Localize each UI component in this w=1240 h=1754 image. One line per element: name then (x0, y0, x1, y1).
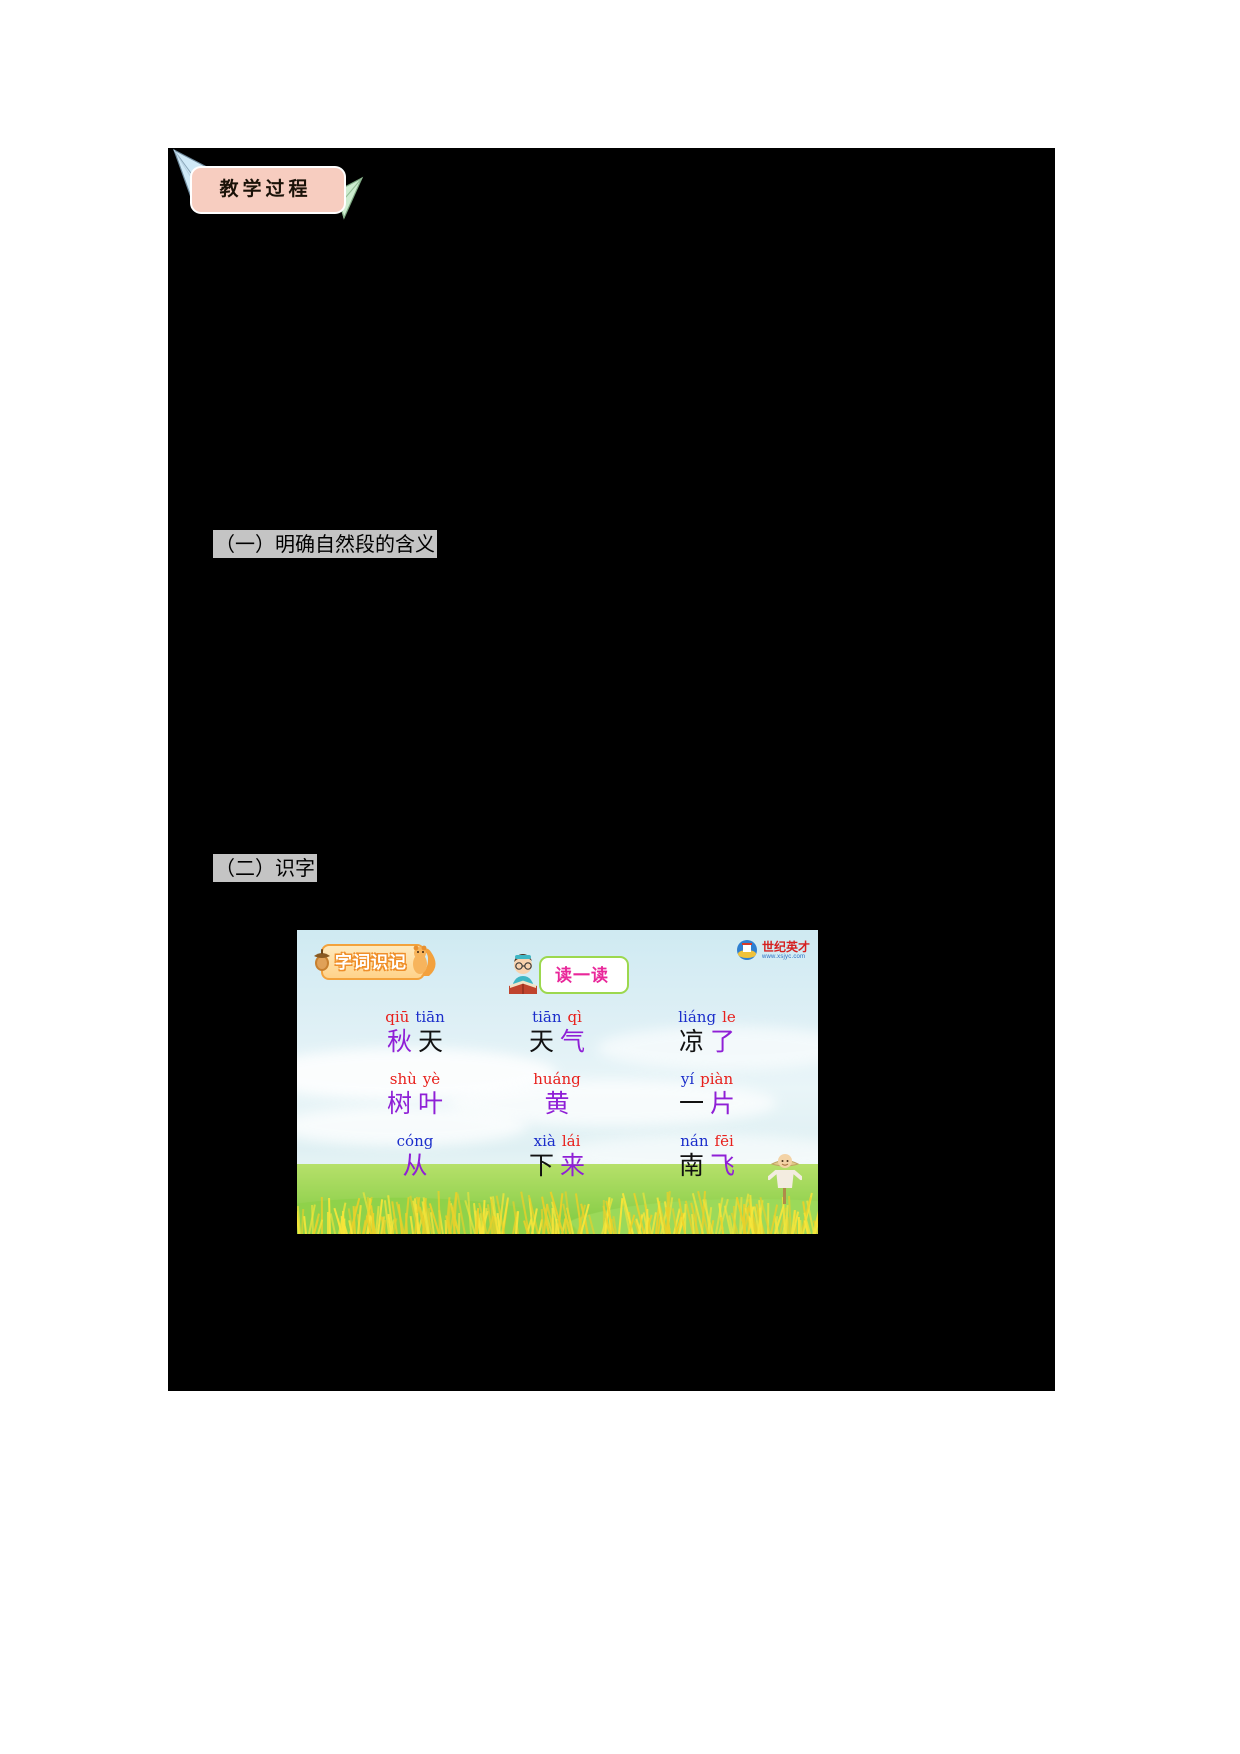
hanzi-character: 黄 (544, 1089, 570, 1118)
hanzi-character: 飞 (710, 1151, 736, 1180)
hanzi-line: 从 (355, 1150, 475, 1182)
cloud-shape (597, 1026, 818, 1070)
pinyin-syllable: xià (533, 1132, 556, 1150)
pinyin-syllable: tiān (415, 1008, 445, 1026)
wheat-blade (618, 1197, 624, 1234)
hanzi-character: 凉 (678, 1027, 704, 1056)
pinyin-syllable: tiān (532, 1008, 562, 1026)
wheat-blade (326, 1212, 329, 1234)
hanzi-line: 秋天 (355, 1026, 475, 1058)
hanzi-line: 下来 (497, 1150, 617, 1182)
wheat-blade (415, 1213, 419, 1234)
hanzi-character: 树 (386, 1089, 412, 1118)
hanzi-character: 从 (402, 1151, 428, 1180)
publisher-logo: 世纪英才 www.xsjyc.com (736, 938, 810, 962)
hanzi-character: 下 (528, 1151, 554, 1180)
scarecrow-icon (768, 1154, 802, 1204)
hanzi-character: 天 (528, 1027, 554, 1056)
publisher-logo-icon (736, 940, 757, 960)
reading-boy-icon (509, 954, 537, 994)
hanzi-line: 黄 (497, 1088, 617, 1120)
pinyin-syllable: cóng (396, 1132, 434, 1150)
hanzi-line: 树叶 (355, 1088, 475, 1120)
pinyin-syllable: lái (561, 1132, 581, 1150)
pinyin-syllable: qì (567, 1008, 582, 1026)
pinyin-syllable: piàn (700, 1070, 734, 1088)
pinyin-syllable: qiū (385, 1008, 410, 1026)
section-heading-meaning: （一）明确自然段的含义 (213, 530, 437, 558)
pinyin-line: huáng (497, 1070, 617, 1088)
pinyin-syllable: liáng (678, 1008, 717, 1026)
banner-label: 教学过程 (219, 177, 312, 200)
wheat-blade (645, 1209, 649, 1234)
hanzi-line: 凉了 (642, 1026, 772, 1058)
vocabulary-slide: 字词识记 读一读 (297, 930, 818, 1234)
pinyin-syllable: yè (422, 1070, 441, 1088)
hanzi-line: 天气 (497, 1026, 617, 1058)
logo-url: www.xsjyc.com (761, 953, 806, 960)
word-recognition-plaque: 字词识记 (311, 944, 436, 980)
plaque-label: 字词识记 (335, 952, 407, 973)
read-badge-box (539, 956, 629, 994)
wheat-blade (588, 1214, 596, 1234)
hanzi-line: 一片 (642, 1088, 772, 1120)
hanzi-character: 片 (710, 1089, 736, 1118)
hanzi-character: 叶 (418, 1089, 444, 1118)
teaching-process-banner: 教学过程 (168, 148, 364, 226)
squirrel-icon (413, 945, 436, 976)
hanzi-character: 秋 (386, 1027, 412, 1056)
logo-name: 世纪英才 (761, 939, 810, 954)
hanzi-character: 天 (418, 1027, 444, 1056)
hanzi-character: 一 (678, 1089, 704, 1118)
hanzi-character: 了 (710, 1027, 736, 1056)
pinyin-line: cóng (355, 1132, 475, 1150)
wheat-blade (321, 1196, 324, 1234)
section-heading-literacy: （二）识字 (213, 854, 317, 882)
acorn-icon (314, 949, 330, 971)
hanzi-character: 来 (560, 1151, 586, 1180)
document-body: 教学过程 （一）明确自然段的含义 （二）识字 字词识记 (168, 148, 1055, 1391)
cloud-shape (297, 1106, 527, 1146)
wheat-blade (551, 1207, 554, 1234)
pinyin-syllable: huáng (533, 1070, 581, 1088)
wheat-blade (467, 1192, 473, 1234)
pinyin-syllable: shù (389, 1070, 417, 1088)
banner-pill (192, 168, 344, 212)
pinyin-syllable: yí (680, 1070, 695, 1088)
pinyin-syllable: fēi (714, 1132, 734, 1150)
hanzi-line: 南飞 (642, 1150, 772, 1182)
logo-text-group: 世纪英才 www.xsjyc.com (762, 941, 810, 960)
pinyin-syllable: le (722, 1008, 736, 1026)
wheat-blade (302, 1216, 307, 1234)
hanzi-character: 气 (560, 1027, 586, 1056)
hanzi-character: 南 (678, 1151, 704, 1180)
pinyin-syllable: nán (680, 1132, 709, 1150)
read-aloud-badge: 读一读 (497, 954, 629, 994)
read-badge-label: 读一读 (555, 965, 609, 986)
